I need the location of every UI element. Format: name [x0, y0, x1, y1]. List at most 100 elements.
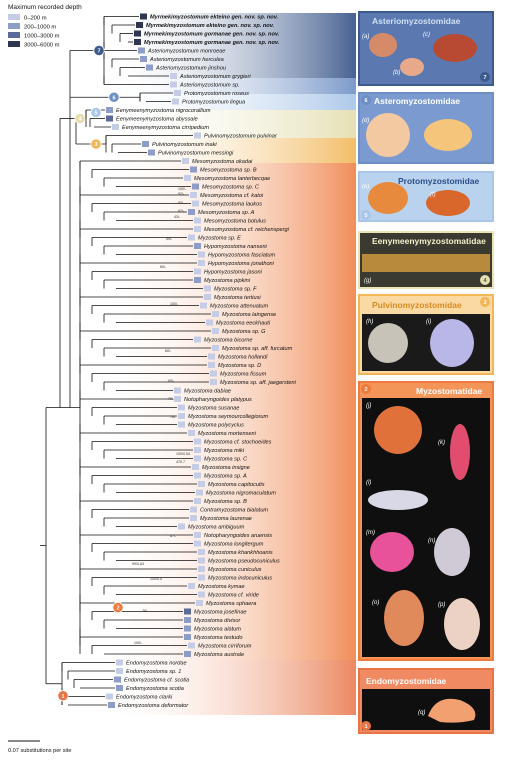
panel-label-k: (k)	[438, 440, 445, 446]
depth-box	[190, 166, 197, 173]
taxon-label: Myzostoma longitergum	[204, 542, 264, 548]
taxon-label: Myzostoma tertiusi	[214, 295, 261, 301]
depth-box	[140, 13, 147, 20]
taxon-label: Myzostoma insigne	[202, 465, 250, 471]
depth-box	[196, 600, 203, 606]
taxon-label: Myzostoma testudo	[194, 635, 243, 641]
depth-box	[194, 336, 201, 343]
clade-node-1: 1	[57, 690, 69, 702]
taxon-label: Myzostoma sp. F	[214, 287, 257, 293]
taxon-label: Myzostoma dabiae	[184, 389, 231, 395]
panel-number: 2	[364, 387, 367, 393]
depth-box	[138, 47, 145, 54]
specimen-photo-o	[384, 590, 424, 646]
panel-number: 7	[483, 75, 486, 81]
taxon-label: Mesomyzostoma cf. reichenspergi	[204, 227, 290, 233]
clade-node-5: 5	[90, 106, 102, 119]
svg-text:4: 4	[78, 117, 82, 123]
taxon-label: Mesomyzostoma sp. A	[198, 210, 255, 216]
taxon-label: Eenymeenymyzostoma nigrocorallium	[116, 108, 211, 114]
node-support-label: 92/-	[178, 192, 185, 196]
specimen-photo-j	[374, 406, 422, 454]
depth-box	[182, 158, 189, 164]
depth-box	[188, 209, 195, 215]
node-support-label: 100/-	[178, 187, 187, 191]
panel-label-o: (o)	[372, 600, 379, 606]
taxon-label: Pulvinomyzostomum pulvinar	[204, 134, 278, 140]
depth-box	[178, 404, 185, 411]
depth-box	[116, 668, 123, 674]
legend-label-2: 1000–3000 m	[24, 34, 60, 40]
depth-box	[184, 608, 191, 615]
depth-box	[194, 132, 201, 139]
taxon-label: Myzostoma bicorne	[204, 338, 253, 344]
taxon-label: Asteriomyzostomum monroeae	[147, 49, 225, 55]
taxon-label: Myzostoma laurenae	[200, 516, 252, 522]
depth-box	[134, 30, 141, 37]
depth-box	[194, 455, 201, 462]
depth-box	[196, 489, 203, 496]
specimen-photo-n	[434, 528, 470, 576]
taxon-label: Myzostoma sp. C	[204, 457, 248, 463]
node-support-label: 60/-	[160, 265, 167, 269]
taxon-label: Myzostoma cirriforum	[198, 644, 252, 650]
taxon-label: Contramyzostoma bialatum	[200, 508, 268, 514]
clade-band-5	[100, 94, 356, 110]
panel-label-j: (j)	[366, 403, 371, 409]
panel-asteromyzostomidae: 6 Asteromyzostomidae (d)	[358, 92, 494, 164]
taxon-label: Myzostoma hollandi	[218, 355, 268, 361]
depth-box	[116, 659, 123, 666]
depth-box	[204, 285, 211, 292]
depth-box	[170, 73, 177, 79]
depth-box	[184, 651, 191, 657]
taxon-label: Pulvinomyzostomum messingi	[158, 151, 234, 157]
svg-text:2: 2	[116, 606, 119, 612]
taxon-label: Endomyzostoma nordae	[126, 661, 187, 667]
depth-box	[116, 685, 123, 691]
panel-label-q: (q)	[418, 710, 425, 716]
scale-bar: 0.07 substitutions per site	[8, 740, 71, 754]
depth-box	[140, 56, 147, 62]
taxon-label: Eenymeenymyzostoma abyssale	[116, 117, 198, 123]
depth-box	[178, 421, 185, 428]
depth-box	[198, 557, 205, 564]
depth-box	[178, 413, 185, 419]
clade-node-3: 3	[90, 138, 102, 150]
clade-band-6	[100, 78, 356, 94]
panel-number-circle	[361, 721, 371, 731]
node-support-label: 100/0.54	[176, 452, 190, 456]
taxon-label: Mesomyzostoma lanterbecqae	[194, 176, 270, 182]
panel-title: Asteromyzostomidae	[374, 96, 460, 106]
depth-box	[188, 642, 195, 649]
panel-asteriomyzostomidae: Asteriomyzostomidae (a) (b) (c) 7	[358, 11, 494, 86]
taxon-label: Myzostoma josefinae	[194, 610, 247, 616]
panel-number-circle	[361, 384, 371, 394]
depth-box	[212, 328, 219, 334]
clade-band-1	[100, 660, 356, 715]
taxon-label: Mesomyzostoma laukos	[202, 202, 262, 208]
depth-box	[212, 311, 219, 317]
node-support-label: 79/-	[168, 397, 175, 401]
panel-number-circle	[480, 275, 490, 285]
depth-box	[198, 549, 205, 555]
specimen-photo-b	[400, 58, 424, 76]
depth-box	[190, 506, 197, 513]
taxon-label: Endomyzostoma scotia	[126, 686, 184, 692]
taxon-label: Myzostoma eeckhauti	[216, 321, 271, 327]
taxon-label: Myzostoma pipkini	[204, 278, 251, 284]
panel-label-i: (i)	[426, 319, 431, 325]
clade-node-2: 2	[112, 601, 124, 614]
depth-box	[192, 464, 199, 470]
panel-number: 5	[364, 213, 367, 219]
taxon-label: Myzostoma laingense	[222, 312, 276, 318]
taxon-label: Hypomyzostoma jasoni	[204, 270, 263, 276]
legend-title: Maximum recorded depth	[8, 4, 82, 11]
depth-box	[170, 81, 177, 88]
node-support-label: 60/-	[165, 349, 172, 353]
depth-box	[184, 617, 191, 623]
taxon-label: Myzostoma sphaera	[206, 601, 256, 607]
specimen-photo-i	[430, 319, 474, 367]
specimen-photo-k	[450, 424, 470, 480]
